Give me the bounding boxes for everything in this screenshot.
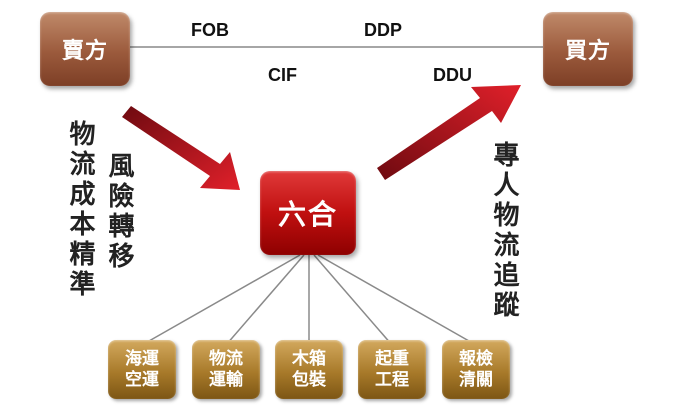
- service-line2: 運輸: [209, 369, 243, 390]
- service-line2: 包裝: [292, 369, 326, 390]
- service-line1: 海運: [125, 348, 159, 369]
- service-line2: 工程: [375, 369, 409, 390]
- left-text-inner: 風險轉移: [104, 152, 134, 272]
- service-line1: 木箱: [292, 348, 326, 369]
- hub-label: 六合: [277, 198, 338, 231]
- service-line1: 物流: [209, 348, 243, 369]
- hub-to-buyer-arrow: [377, 85, 521, 180]
- buyer-label: 買方: [564, 39, 611, 64]
- service-box-logistics: 物流運輸: [192, 340, 260, 399]
- service-line1: 起重: [375, 348, 409, 369]
- service-line2: 空運: [125, 369, 159, 390]
- service-connectors: [141, 254, 477, 346]
- right-text: 專人物流追蹤: [489, 141, 519, 321]
- service-line1: 報檢: [459, 348, 493, 369]
- service-box-sea-air: 海運空運: [108, 340, 176, 399]
- left-text-outer: 物流成本精準: [65, 120, 95, 300]
- service-box-crating: 木箱包裝: [275, 340, 343, 399]
- service-box-lifting: 起重工程: [358, 340, 426, 399]
- hub-box: 六合: [260, 171, 356, 255]
- term-fob: FOB: [191, 20, 229, 40]
- buyer-box: 買方: [543, 12, 633, 86]
- seller-label: 賣方: [61, 39, 108, 64]
- service-line2: 清關: [459, 369, 493, 390]
- seller-to-hub-arrow: [122, 106, 240, 190]
- service-box-customs: 報檢清關: [442, 340, 510, 399]
- seller-box: 賣方: [40, 12, 130, 86]
- term-cif: CIF: [268, 65, 297, 85]
- term-ddp: DDP: [364, 20, 403, 40]
- term-ddu: DDU: [433, 65, 472, 85]
